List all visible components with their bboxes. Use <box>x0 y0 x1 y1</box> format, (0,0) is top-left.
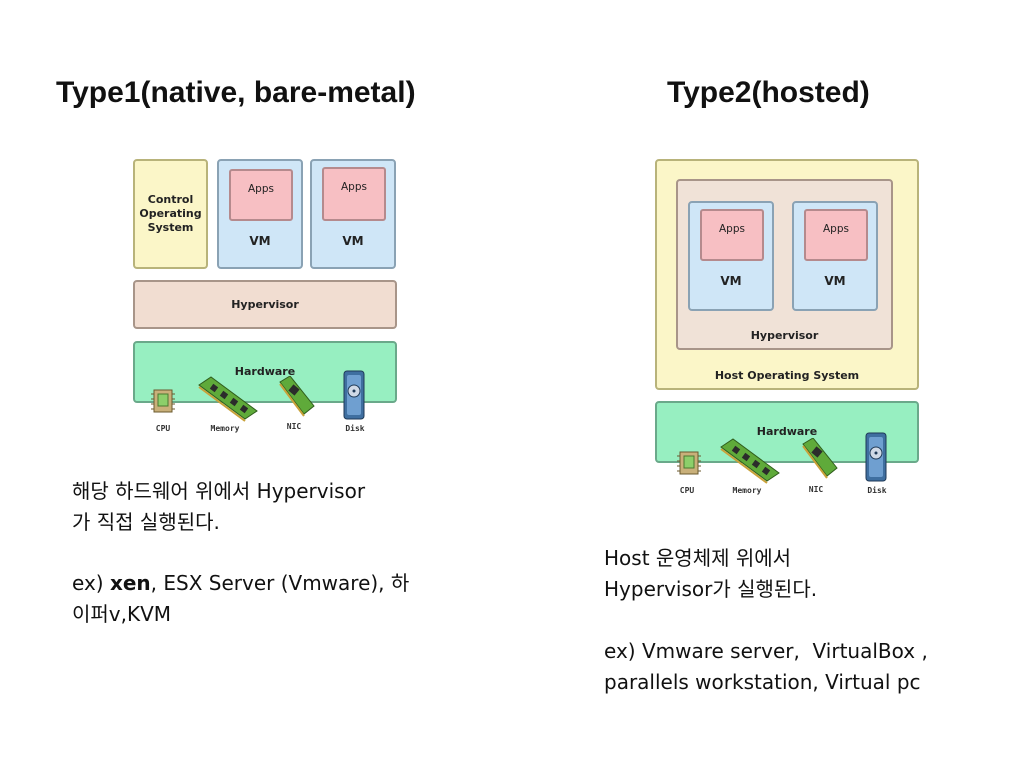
hardware-label: Hardware <box>234 365 296 378</box>
nic-label: NIC <box>286 422 302 431</box>
control-os-label: Control Operating System <box>139 193 202 234</box>
disk-label: Disk <box>867 486 887 495</box>
disk-icon <box>343 370 365 420</box>
type2-ex-line2: parallels workstation, Virtual pc <box>604 670 921 694</box>
control-os-box: Control Operating System <box>133 159 208 269</box>
cpu-icon <box>677 451 701 475</box>
nic-label: NIC <box>808 485 824 494</box>
hypervisor-label: Hypervisor <box>750 329 819 342</box>
title-type1: Type1(native, bare-metal) <box>56 76 416 109</box>
type1-ex-xen: xen <box>109 571 151 595</box>
type2-ex-line1: ex) Vmware server, VirtualBox , <box>604 639 928 663</box>
disk-icon <box>865 432 887 482</box>
vm-box-1: Apps VM <box>217 159 303 269</box>
type2-desc-line1: Host 운영체제 위에서 <box>604 546 792 570</box>
type1-ex-line1: ex) xen, ESX Server (Vmware), 하 <box>72 568 472 599</box>
type1-desc-line2: 가 직접 실행된다. <box>72 510 220 534</box>
type1-examples: ex) xen, ESX Server (Vmware), 하 이퍼v,KVM <box>72 568 472 630</box>
memory-label: Memory <box>210 424 240 433</box>
hypervisor-label: Hypervisor <box>231 298 299 311</box>
title-type2: Type2(hosted) <box>667 76 870 109</box>
cpu-label: CPU <box>679 486 695 495</box>
vm-box-2: Apps VM <box>310 159 396 269</box>
apps-box: Apps <box>229 169 293 221</box>
vm-label: VM <box>342 234 364 248</box>
vm-box-2: Apps VM <box>792 201 878 311</box>
memory-icon <box>198 376 258 422</box>
nic-icon <box>279 376 315 417</box>
memory-label: Memory <box>732 486 762 495</box>
type2-examples: ex) Vmware server, VirtualBox , parallel… <box>604 636 1004 698</box>
vm-box-1: Apps VM <box>688 201 774 311</box>
cpu-icon <box>151 389 175 413</box>
memory-icon <box>720 438 780 484</box>
apps-label: Apps <box>341 181 367 193</box>
type1-ex-prefix: ex) <box>72 571 110 595</box>
vm-label: VM <box>249 234 271 248</box>
hardware-label: Hardware <box>756 425 818 438</box>
host-os-label: Host Operating System <box>714 369 860 382</box>
type1-ex-line2: 이퍼v,KVM <box>72 602 172 626</box>
apps-label: Apps <box>823 223 849 235</box>
disk-label: Disk <box>345 424 365 433</box>
hardware-box: Hardware <box>655 401 919 463</box>
hypervisor-box: Hypervisor <box>133 280 397 329</box>
apps-box: Apps <box>804 209 868 261</box>
type2-desc-line2: Hypervisor가 실행된다. <box>604 577 818 601</box>
type2-description: Host 운영체제 위에서 Hypervisor가 실행된다. <box>604 543 1004 605</box>
vm-label: VM <box>720 274 742 288</box>
nic-icon <box>802 438 838 479</box>
apps-label: Apps <box>248 183 274 195</box>
type1-ex-rest: , ESX Server (Vmware), 하 <box>150 571 410 595</box>
apps-label: Apps <box>719 223 745 235</box>
apps-box: Apps <box>322 167 386 221</box>
type1-desc-line1: 해당 하드웨어 위에서 Hypervisor <box>72 479 366 503</box>
vm-label: VM <box>824 274 846 288</box>
apps-box: Apps <box>700 209 764 261</box>
cpu-label: CPU <box>155 424 171 433</box>
type1-description: 해당 하드웨어 위에서 Hypervisor 가 직접 실행된다. <box>72 476 472 538</box>
